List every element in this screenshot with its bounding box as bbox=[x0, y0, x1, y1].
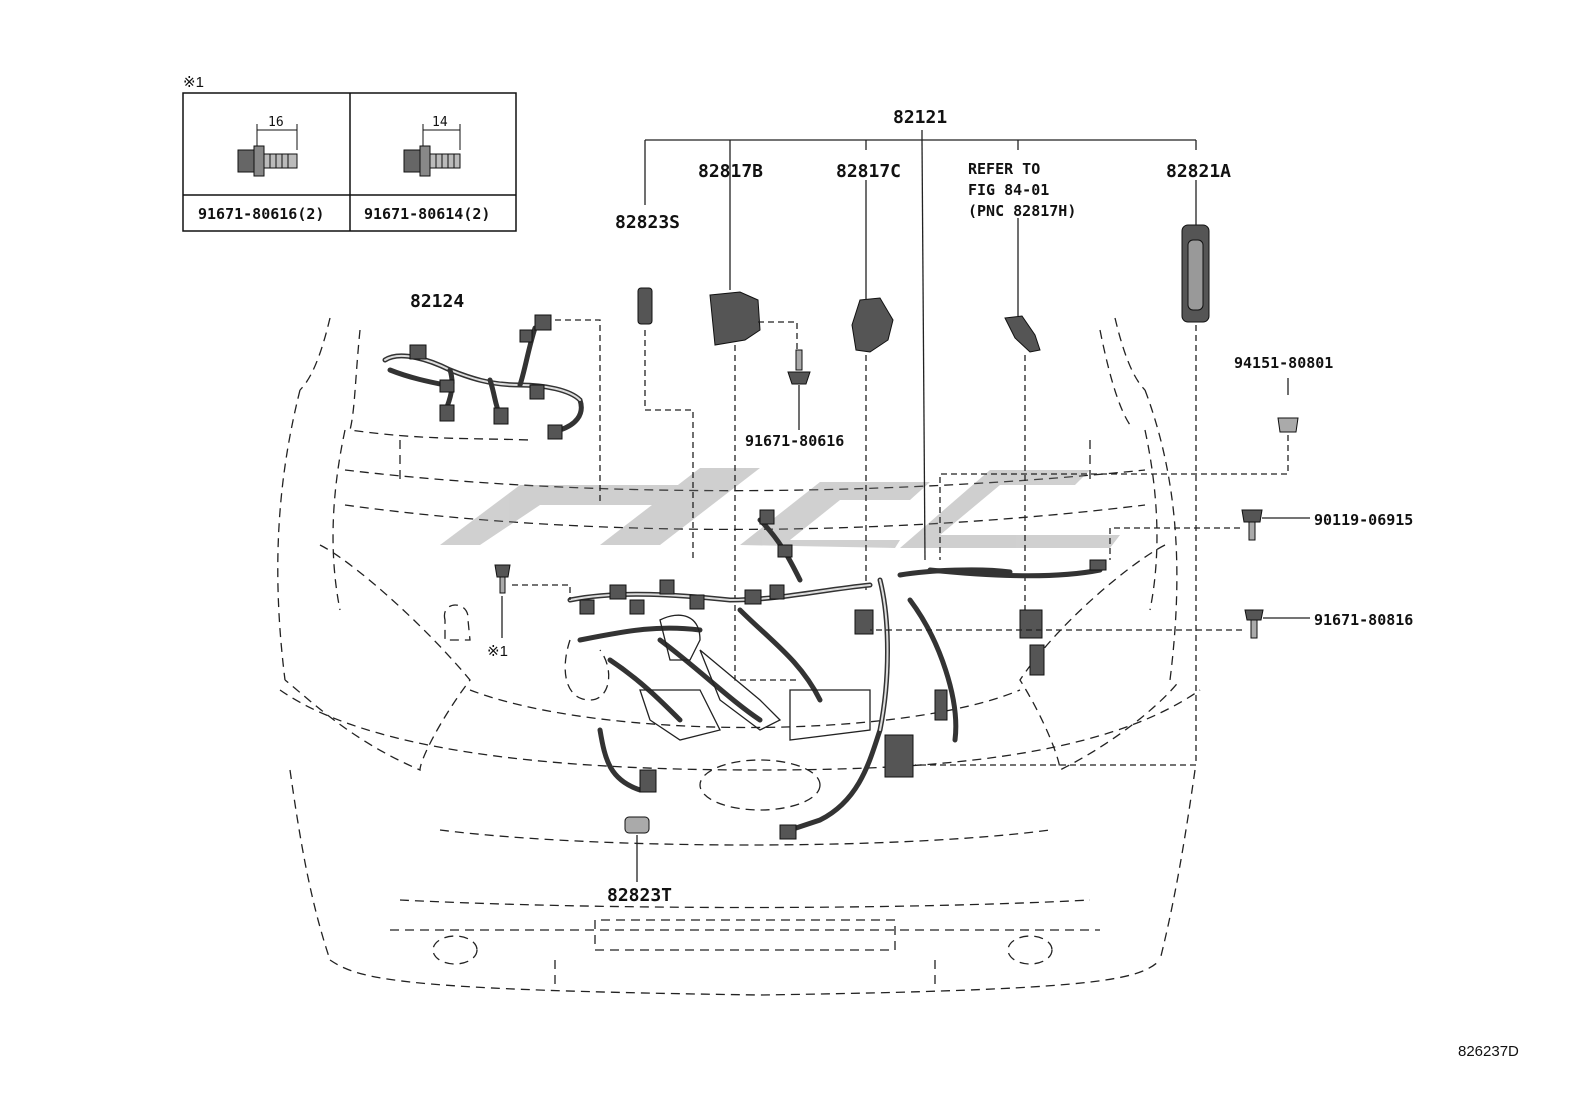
label-91671-80616: 91671-80616 bbox=[745, 432, 844, 450]
part-82817B-icon bbox=[709, 140, 800, 681]
main-harness-82121-bracket bbox=[645, 130, 1197, 561]
label-82124: 82124 bbox=[410, 291, 464, 312]
inset-part-91671-80614: 91671-80614(2) bbox=[364, 205, 490, 223]
label-94151-80801: 94151-80801 bbox=[1234, 354, 1333, 372]
figure-id: 826237D bbox=[1458, 1043, 1519, 1060]
engine-bay-harness bbox=[564, 509, 1107, 882]
bolt-14-icon bbox=[403, 124, 461, 177]
label-82121: 82121 bbox=[893, 107, 947, 128]
label-82823T: 82823T bbox=[607, 885, 672, 906]
label-82817B: 82817B bbox=[698, 161, 763, 182]
label-note-mark: ※1 bbox=[487, 643, 508, 660]
bolt-note1-icon bbox=[494, 564, 571, 638]
fastener-94151-80801-icon bbox=[939, 378, 1299, 560]
bolt-90119-06915-icon bbox=[1109, 509, 1310, 560]
label-90119-06915: 90119-06915 bbox=[1314, 511, 1413, 529]
inset-note-mark: ※1 bbox=[183, 74, 204, 91]
bolt-16-icon bbox=[237, 124, 298, 177]
refer-note-line2: FIG 84-01 bbox=[968, 181, 1049, 199]
part-82823S-icon bbox=[637, 140, 694, 560]
watermark-graphic bbox=[440, 468, 1120, 548]
refer-note-line1: REFER TO bbox=[968, 160, 1040, 178]
bolt-91671-80616-icon bbox=[787, 349, 811, 430]
refer-note-line3: (PNC 82817H) bbox=[968, 202, 1076, 220]
part-82817H-icon bbox=[1004, 218, 1041, 610]
inset-part-91671-80616: 91671-80616(2) bbox=[198, 205, 324, 223]
label-82817C: 82817C bbox=[836, 161, 901, 182]
bolt-91671-80816-icon bbox=[870, 609, 1310, 639]
bolt-inset-table: ※1 16 91671-80616(2) bbox=[182, 74, 517, 232]
sub-harness-82124 bbox=[382, 314, 601, 505]
label-82821A: 82821A bbox=[1166, 161, 1231, 182]
vehicle-outline bbox=[277, 317, 1201, 996]
label-82823S: 82823S bbox=[615, 212, 680, 233]
inset-dimension-14: 14 bbox=[432, 115, 448, 130]
inset-dimension-16: 16 bbox=[268, 115, 284, 130]
part-82817C-icon bbox=[851, 180, 894, 590]
label-91671-80816: 91671-80816 bbox=[1314, 611, 1413, 629]
part-82821A-icon bbox=[915, 180, 1210, 766]
